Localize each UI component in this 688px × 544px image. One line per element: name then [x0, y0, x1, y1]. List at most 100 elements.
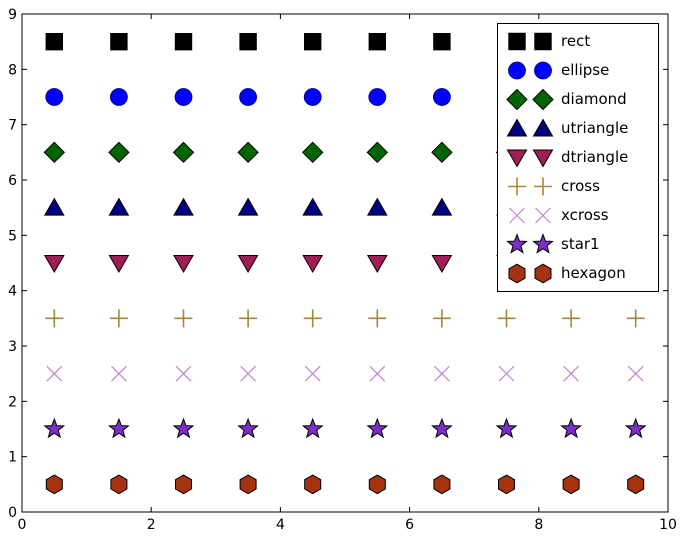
- hexagon-marker: [498, 474, 515, 495]
- circle-marker: [432, 88, 451, 106]
- triangle-down-marker: [302, 255, 324, 274]
- triangle-up-marker: [366, 197, 388, 216]
- legend-marker-swatch: [508, 32, 552, 51]
- legend-entry-utriangle: utriangle: [498, 114, 658, 143]
- legend-marker-swatch: [506, 233, 554, 254]
- star-marker: [237, 417, 259, 439]
- square-marker: [534, 32, 552, 51]
- y-tick-label: 7: [8, 118, 17, 134]
- legend-label: utriangle: [561, 119, 629, 137]
- star-marker: [495, 417, 518, 439]
- x-tick-label: 4: [276, 517, 285, 533]
- x-marker: [535, 207, 551, 224]
- plus-marker: [534, 177, 552, 196]
- plus-marker: [109, 309, 128, 328]
- square-marker: [174, 32, 193, 51]
- legend-marker-swatch: [506, 118, 554, 137]
- star-marker: [431, 417, 453, 439]
- square-marker: [508, 32, 526, 51]
- x-tick-label: 10: [659, 517, 677, 533]
- x-marker: [509, 207, 525, 224]
- triangle-down-marker: [108, 255, 130, 274]
- x-tick-label: 2: [147, 517, 156, 533]
- circle-marker: [508, 61, 526, 80]
- y-tick-label: 8: [8, 62, 17, 78]
- triangle-up-marker: [173, 197, 194, 216]
- star-marker: [506, 233, 528, 254]
- hexagon-marker: [508, 263, 526, 284]
- hexagon-marker: [110, 474, 128, 495]
- diamond-marker: [108, 141, 130, 164]
- square-marker: [304, 32, 322, 51]
- circle-marker: [368, 88, 387, 106]
- plus-marker: [508, 177, 526, 196]
- x-marker: [110, 365, 127, 382]
- plus-marker: [174, 309, 193, 328]
- x-marker: [369, 365, 386, 382]
- legend-label: diamond: [561, 90, 627, 108]
- x-tick-label: 8: [534, 517, 543, 533]
- circle-marker: [534, 61, 552, 80]
- legend-marker-swatch: [508, 177, 552, 196]
- x-tick-label: 6: [405, 517, 414, 533]
- triangle-up-marker: [237, 197, 259, 216]
- y-tick-label: 5: [8, 228, 17, 244]
- y-tick-label: 2: [8, 394, 17, 410]
- hexagon-marker: [175, 474, 192, 495]
- triangle-up-marker: [431, 197, 453, 216]
- x-marker: [175, 365, 192, 382]
- legend-marker-swatch: [506, 88, 554, 111]
- hexagon-marker: [239, 474, 257, 495]
- legend-marker-swatch: [506, 149, 554, 168]
- circle-marker: [174, 88, 193, 106]
- square-marker: [433, 32, 451, 51]
- star-marker: [366, 417, 389, 439]
- legend-label: rect: [561, 32, 591, 50]
- hexagon-marker: [304, 474, 322, 495]
- diamond-marker: [532, 88, 554, 111]
- legend-entry-diamond: diamond: [498, 85, 658, 114]
- triangle-down-marker: [532, 149, 554, 168]
- triangle-up-marker: [43, 197, 65, 216]
- legend-marker-swatch: [508, 263, 552, 284]
- x-marker: [563, 365, 580, 382]
- hexagon-marker: [368, 474, 386, 495]
- legend-entry-dtriangle: dtriangle: [498, 143, 658, 172]
- y-tick-label: 9: [8, 7, 17, 23]
- hexagon-marker: [433, 474, 451, 495]
- star-marker: [532, 233, 554, 254]
- triangle-up-marker: [506, 118, 528, 137]
- y-tick-label: 4: [8, 284, 17, 300]
- diamond-marker: [506, 88, 528, 111]
- legend-entry-hexagon: hexagon: [498, 259, 658, 288]
- star-marker: [43, 417, 66, 439]
- legend-label: xcross: [561, 206, 609, 224]
- y-tick-label: 1: [8, 450, 17, 466]
- hexagon-marker: [627, 474, 645, 495]
- triangle-down-marker: [173, 255, 194, 274]
- series-star1: [43, 417, 647, 439]
- x-tick-label: 0: [18, 517, 27, 533]
- circle-marker: [239, 88, 258, 106]
- star-marker: [301, 417, 324, 439]
- triangle-down-marker: [237, 255, 259, 274]
- legend-entry-rect: rect: [498, 27, 658, 56]
- triangle-up-marker: [532, 118, 554, 137]
- legend-entry-xcross: xcross: [498, 201, 658, 230]
- triangle-down-marker: [506, 149, 528, 168]
- circle-marker: [110, 88, 128, 106]
- legend-label: hexagon: [561, 264, 626, 282]
- legend-label: star1: [561, 235, 600, 253]
- plus-marker: [368, 309, 387, 328]
- hexagon-marker: [562, 474, 580, 495]
- plus-marker: [45, 309, 64, 328]
- x-marker: [46, 365, 63, 382]
- x-marker: [433, 365, 450, 382]
- square-marker: [239, 32, 257, 51]
- plus-marker: [626, 309, 645, 328]
- plus-marker: [497, 309, 516, 328]
- x-marker: [240, 365, 257, 382]
- triangle-up-marker: [302, 197, 324, 216]
